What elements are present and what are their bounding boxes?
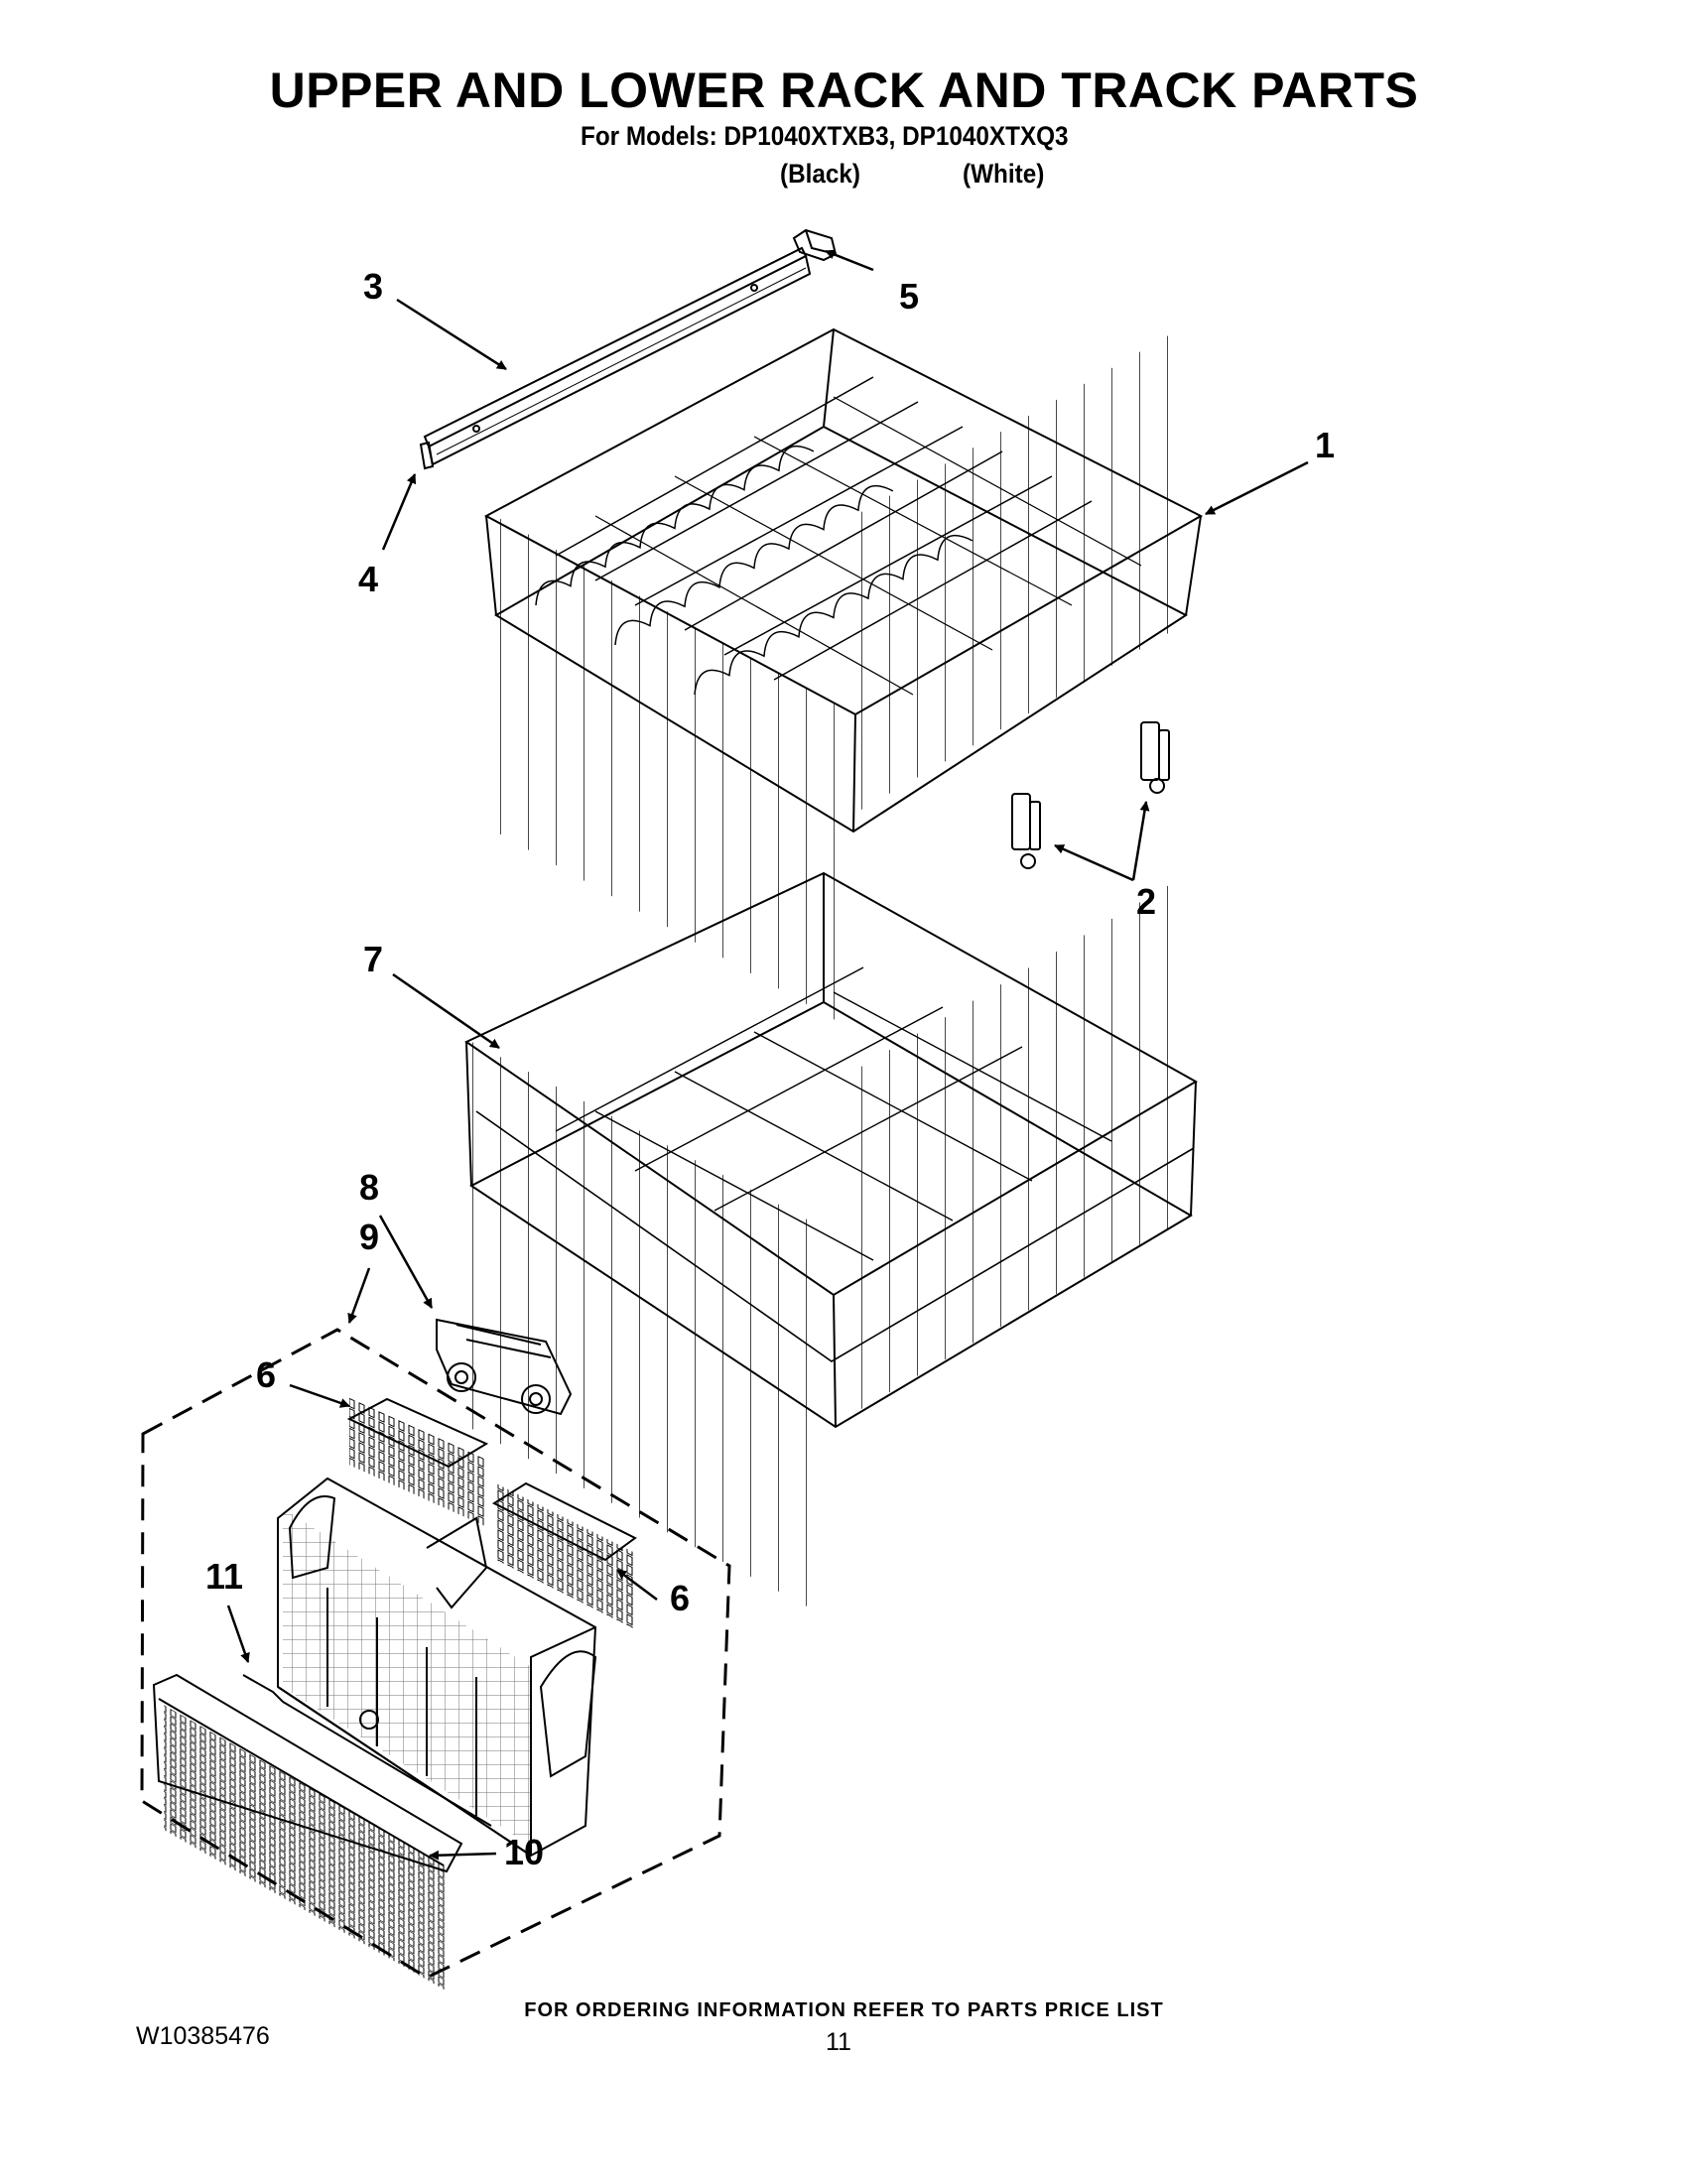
callout-6-left: 6	[256, 1354, 277, 1395]
variant-white-label: (White)	[963, 159, 1045, 189]
silverware-basket	[277, 1477, 597, 1858]
callout-10: 10	[504, 1832, 545, 1872]
ordering-note: FOR ORDERING INFORMATION REFER TO PARTS …	[524, 1999, 1164, 2021]
callout-9: 9	[359, 1217, 380, 1257]
basket-kit-outline	[140, 1328, 731, 1980]
callout-7: 7	[363, 939, 384, 979]
track-end-cap	[419, 441, 435, 470]
callout-8: 8	[359, 1167, 380, 1208]
callout-3: 3	[363, 266, 384, 307]
page-number: 11	[826, 2028, 851, 2056]
wheel-carrier	[436, 1318, 573, 1416]
callout-11: 11	[205, 1556, 244, 1597]
basket-side-panel	[152, 1673, 463, 1991]
callout-6-right: 6	[670, 1578, 691, 1618]
page-title: UPPER AND LOWER RACK AND TRACK PARTS	[269, 63, 1419, 118]
basket-cover-left	[346, 1397, 489, 1527]
rack-adjusters	[1011, 721, 1170, 869]
callout-1: 1	[1315, 425, 1336, 465]
callout-2: 2	[1136, 881, 1157, 922]
callout-leaders	[226, 249, 1309, 1861]
track-rail	[423, 246, 812, 466]
upper-rack	[483, 321, 1204, 1031]
callout-5: 5	[899, 276, 920, 317]
lower-rack	[464, 870, 1199, 1621]
track-stop-clip	[792, 228, 838, 262]
variant-black-label: (Black)	[780, 159, 861, 189]
callout-4: 4	[358, 559, 379, 599]
models-subtitle: For Models: DP1040XTXB3, DP1040XTXQ3	[581, 121, 1069, 151]
document-number: W10385476	[136, 2022, 270, 2050]
basket-cover-right	[491, 1481, 637, 1629]
basket-divider-line	[242, 1674, 492, 1827]
